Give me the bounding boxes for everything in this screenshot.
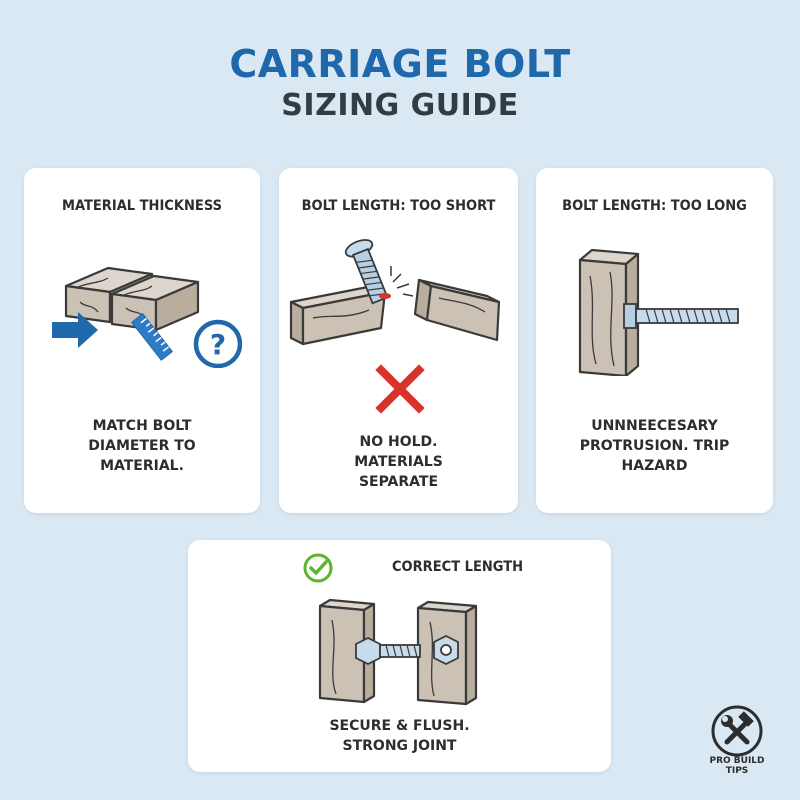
- card-caption: UNNNEECESARY PROTRUSION. TRIP HAZARD: [579, 418, 730, 474]
- card-correct-length: CORRECT LENGTH SECURE & FLUSH. STRONG JO…: [188, 540, 611, 772]
- checkmark-icon: [303, 553, 333, 583]
- card-caption: SECURE & FLUSH. STRONG JOINT: [329, 718, 470, 754]
- bolt-icon: [623, 303, 739, 329]
- card-caption: NO HOLD. MATERIALS SEPARATE: [354, 434, 443, 490]
- logo-line-1: PRO BUILD: [709, 756, 765, 766]
- logo-line-2: TIPS: [725, 766, 749, 776]
- pro-build-tips-logo: PRO BUILD TIPS: [706, 704, 768, 780]
- wood-block-icon: [318, 598, 478, 706]
- card-caption: MATCH BOLT DIAMETER TO MATERIAL.: [88, 418, 196, 474]
- card-title: BOLT LENGTH: TOO SHORT: [301, 198, 496, 214]
- card-title: CORRECT LENGTH: [391, 559, 524, 575]
- nut-icon: [433, 634, 459, 666]
- material-thickness-illustration: ?: [52, 266, 242, 368]
- wrench-hammer-icon: [711, 705, 763, 757]
- correct-length-illustration: [318, 598, 478, 706]
- bolt-icon: [355, 636, 421, 666]
- title-line-2: SIZING GUIDE: [281, 88, 519, 123]
- card-title: BOLT LENGTH: TOO LONG: [562, 198, 747, 214]
- question-icon: ?: [193, 319, 242, 368]
- too-long-illustration: [578, 248, 739, 376]
- x-mark-icon: [375, 364, 425, 414]
- card-too-short: BOLT LENGTH: TOO SHORT: [279, 168, 518, 513]
- wood-block-icon: [64, 266, 200, 332]
- card-material-thickness: MATERIAL THICKNESS ?: [24, 168, 260, 513]
- card-title: MATERIAL THICKNESS: [62, 198, 222, 214]
- broken-wood-icon: [289, 278, 501, 346]
- title-line-1: CARRIAGE BOLT: [229, 42, 571, 86]
- bolt-icon: [344, 239, 389, 305]
- svg-text:?: ?: [210, 328, 226, 361]
- arrow-icon: [52, 312, 98, 348]
- card-too-long: BOLT LENGTH: TOO LONG UNNNEECESARY PROTR…: [536, 168, 773, 513]
- too-short-illustration: [289, 239, 501, 346]
- ruler-icon: [131, 313, 174, 361]
